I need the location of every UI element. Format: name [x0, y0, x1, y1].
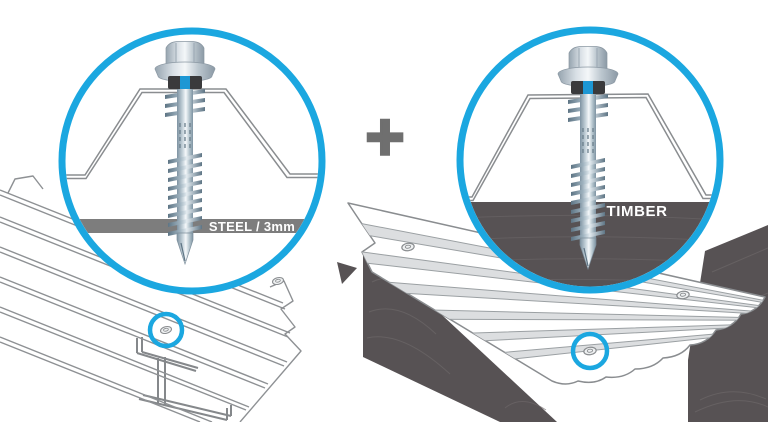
screw-location-marker-right — [570, 331, 610, 371]
magnifier-ring-left — [58, 27, 326, 295]
magnifier-ring-right — [456, 26, 724, 294]
rafter-tip — [337, 262, 357, 284]
c-purlin-drawing — [136, 337, 232, 421]
left-magnifier-circle — [58, 27, 326, 295]
screw-location-marker-left — [147, 311, 185, 349]
plus-icon: + — [364, 99, 406, 176]
